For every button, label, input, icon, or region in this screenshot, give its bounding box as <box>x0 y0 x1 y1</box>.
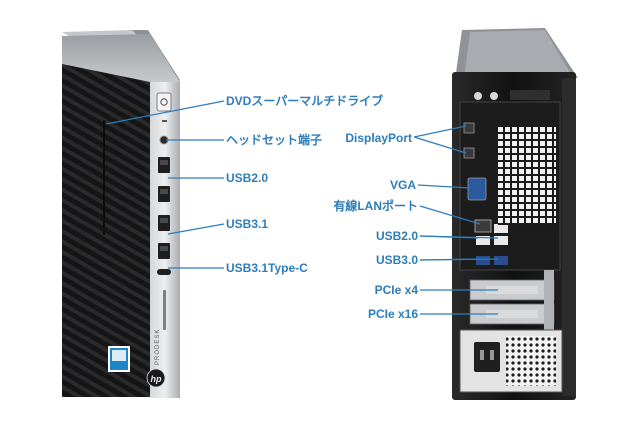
power-button <box>156 92 172 112</box>
callout-pcie-x16: PCIe x16 <box>367 307 418 321</box>
front-io-bezel <box>150 80 180 398</box>
callout-pcie-x4: PCIe x4 <box>374 283 418 297</box>
callout-front-usb31c: USB3.1Type-C <box>226 261 308 275</box>
callout-front-usb20: USB2.0 <box>226 171 269 185</box>
front-usbc-port <box>157 269 171 275</box>
callout-displayport: DisplayPort <box>345 131 412 145</box>
callout-vga: VGA <box>389 178 416 192</box>
psu-vent <box>506 336 556 386</box>
hp-logo <box>146 368 166 388</box>
card-reader-slot <box>163 290 166 330</box>
rear-vent <box>498 125 556 225</box>
power-inlet <box>474 342 500 372</box>
callout-dvd: DVDスーパーマルチドライブ <box>226 94 384 108</box>
callout-back-usb20: USB2.0 <box>375 229 418 243</box>
svg-text:hp: hp <box>151 374 162 384</box>
callout-lan: 有線LANポート <box>333 199 418 213</box>
callout-headset: ヘッドセット端子 <box>226 133 323 147</box>
callout-back-usb30: USB3.0 <box>375 253 418 267</box>
callout-front-usb31: USB3.1 <box>226 217 269 231</box>
